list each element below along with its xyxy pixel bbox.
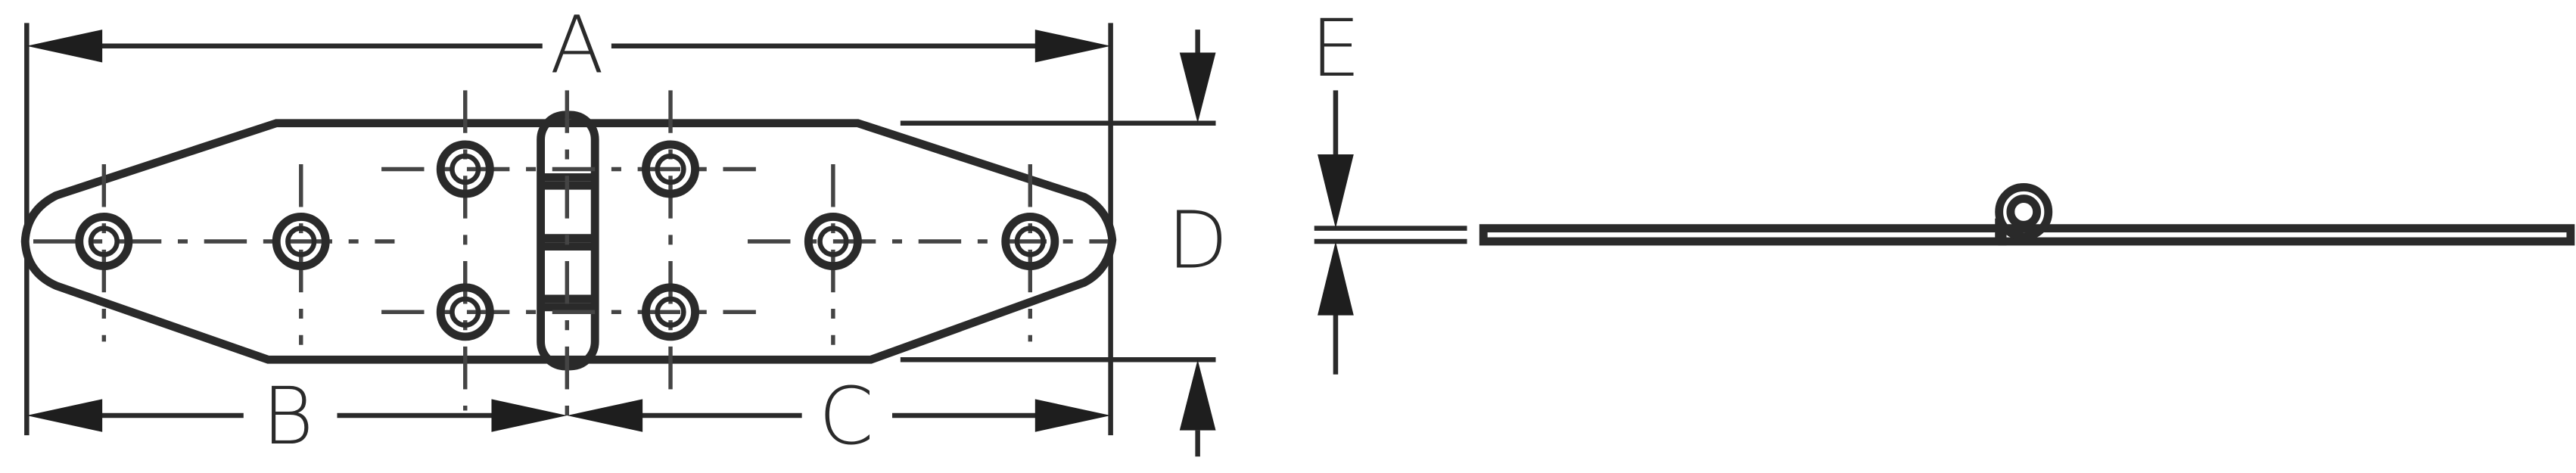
- extension-lines: [24, 23, 1467, 436]
- dimension-label-a: A: [550, 0, 604, 91]
- dimension-b: B: [26, 370, 568, 462]
- side-leaf-right: [1998, 224, 2575, 246]
- screw-hole: [436, 283, 494, 341]
- dimension-label-d: D: [1168, 194, 1228, 287]
- hinge-front-view: [20, 90, 1117, 431]
- screw-hole: [642, 140, 700, 198]
- dimension-c: C: [567, 370, 1111, 462]
- dimension-label-b: B: [262, 370, 313, 462]
- hinge-side-view: [1479, 182, 2575, 246]
- screw-hole: [272, 213, 330, 270]
- screw-hole: [1001, 213, 1059, 270]
- dimension-e: E: [1311, 2, 1361, 375]
- screw-holes: [75, 140, 1059, 341]
- screw-hole: [436, 140, 494, 198]
- screw-hole: [642, 283, 700, 341]
- screw-hole: [804, 213, 862, 270]
- side-knuckle: [1995, 182, 2053, 242]
- side-leaf-left: [1479, 224, 2007, 246]
- hinge-leaf-outline: [20, 119, 1117, 364]
- dimension-d: D: [1168, 30, 1228, 457]
- dimension-label-c: C: [819, 370, 874, 462]
- dimension-a: A: [26, 0, 1111, 91]
- screw-hole: [75, 213, 133, 270]
- dimension-label-e: E: [1311, 2, 1361, 95]
